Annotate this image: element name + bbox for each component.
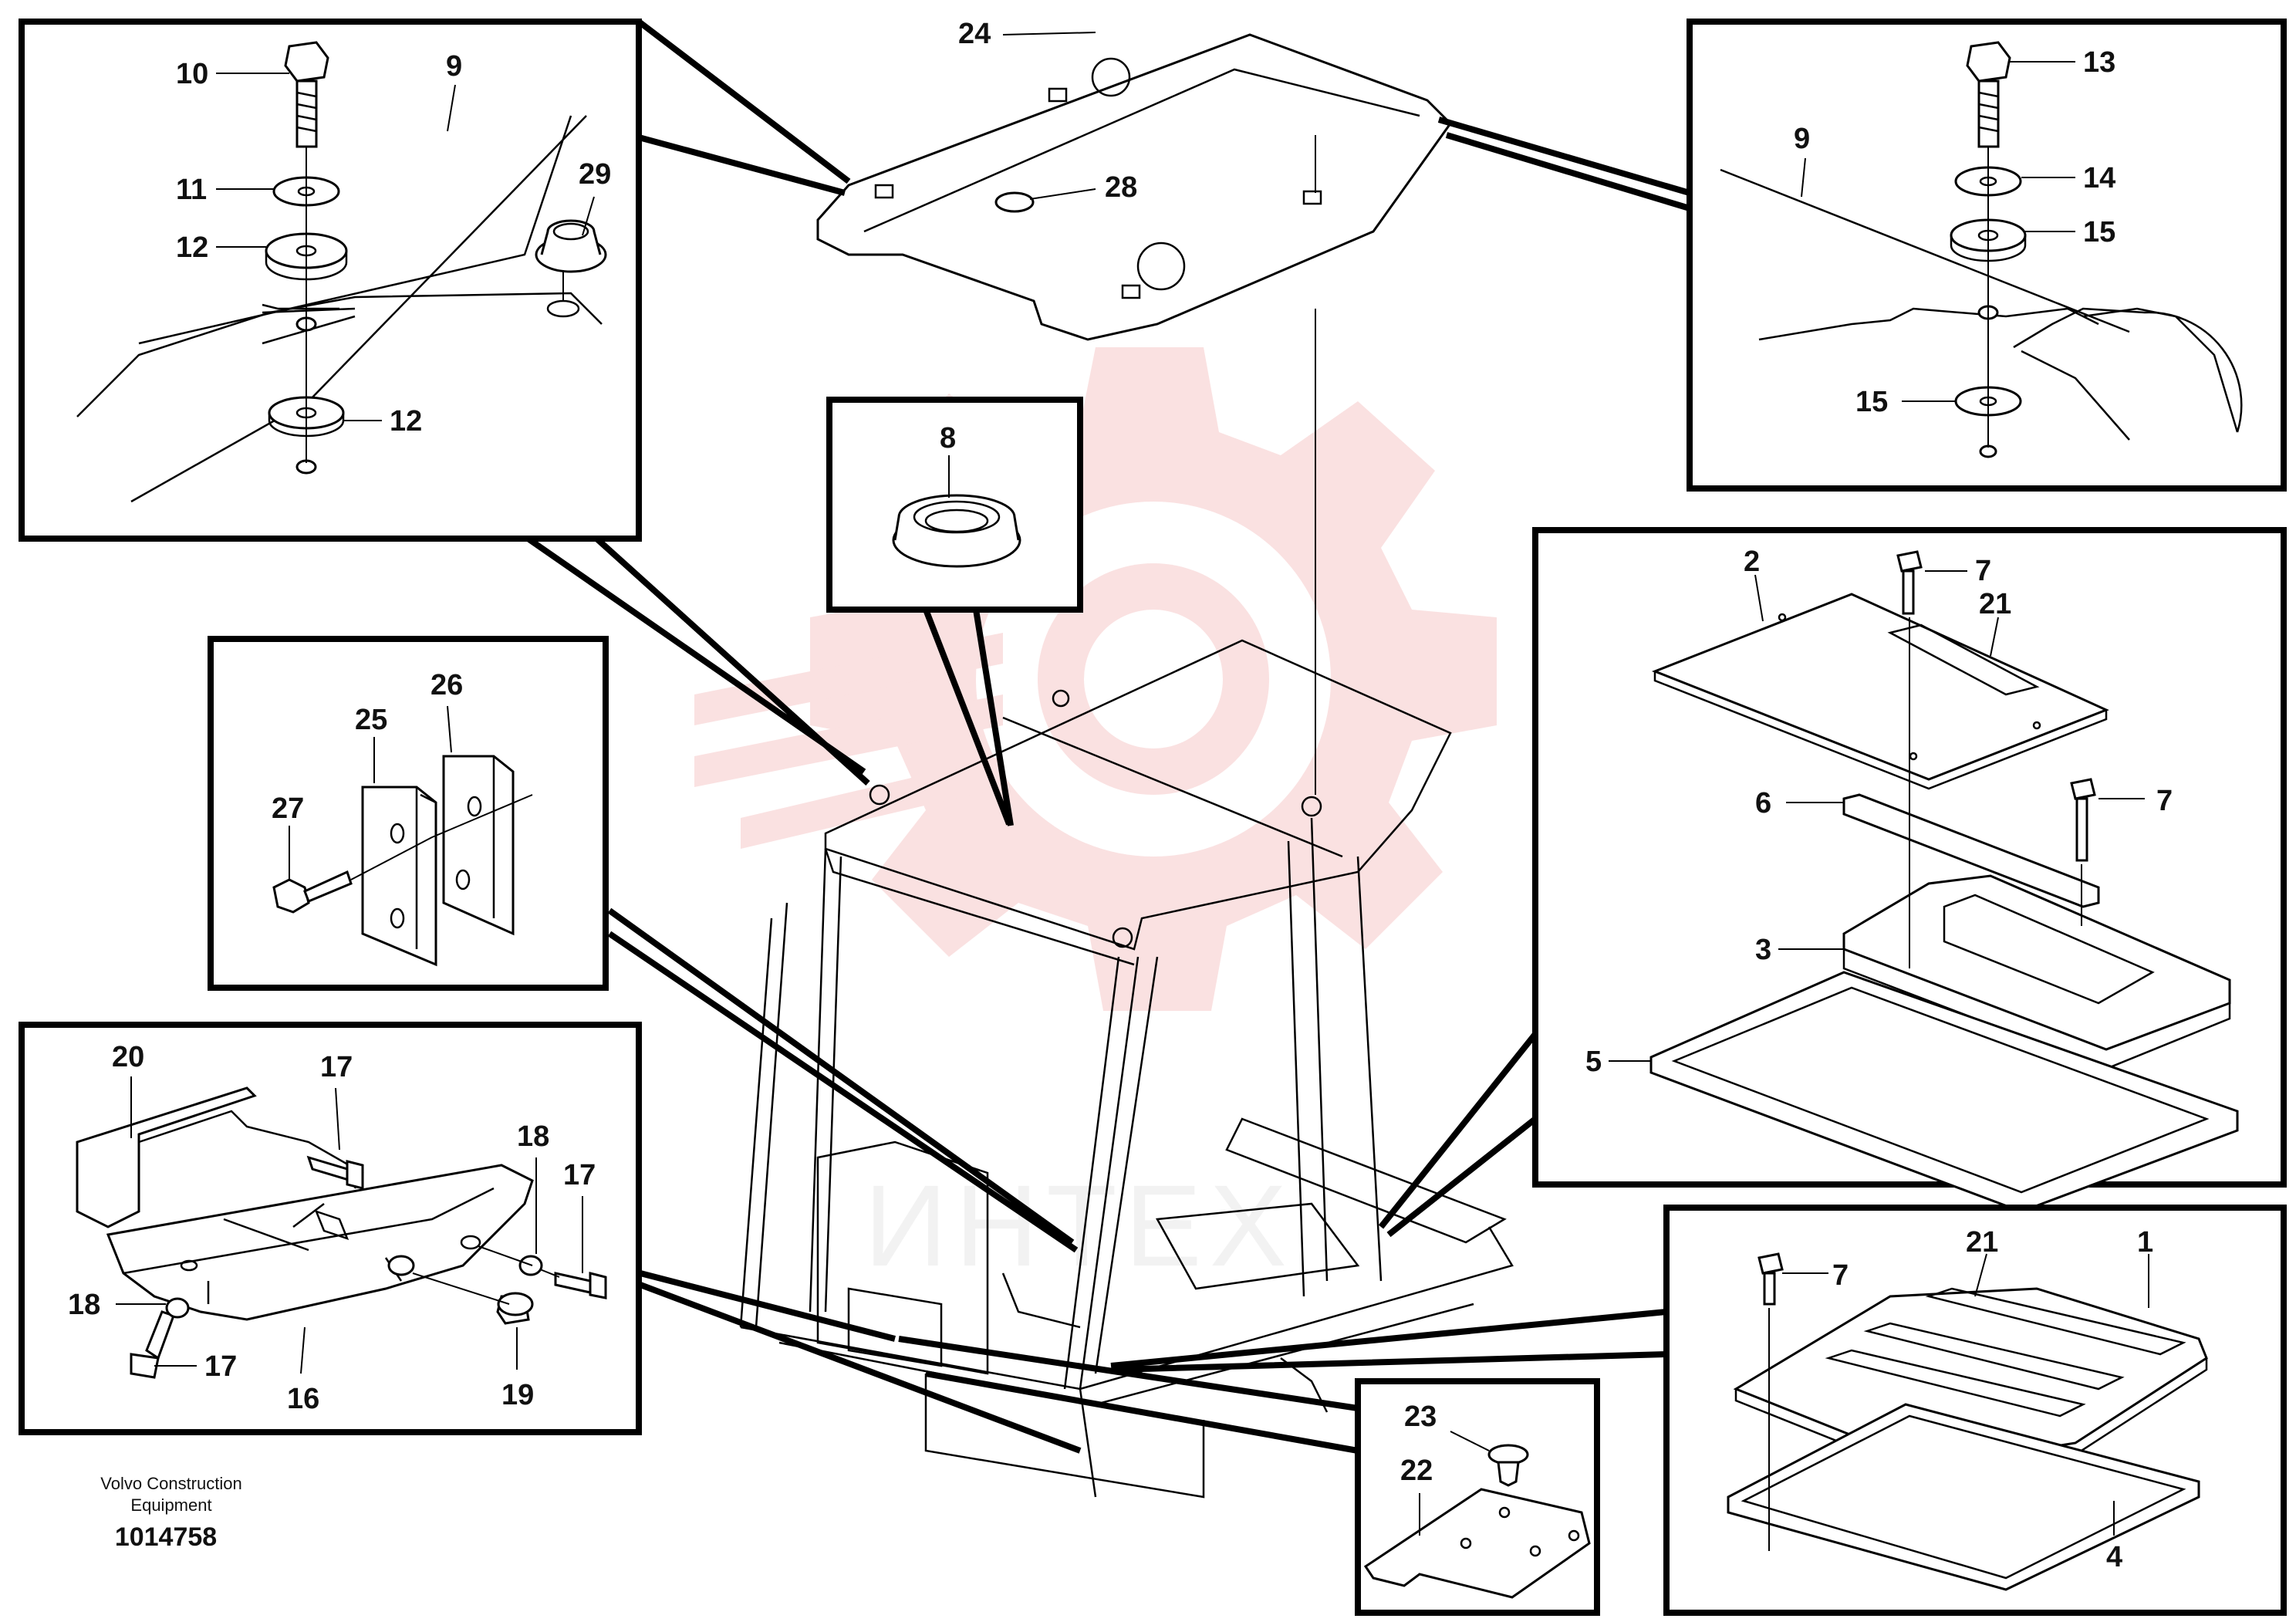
label-9a: 9 <box>446 50 462 83</box>
label-26: 26 <box>430 669 463 701</box>
label-17b: 17 <box>563 1159 596 1191</box>
label-21a: 21 <box>1979 588 2011 620</box>
label-18b: 18 <box>68 1289 100 1321</box>
label-4: 4 <box>2106 1541 2122 1573</box>
footer: Volvo Construction Equipment 1014758 <box>100 1474 241 1552</box>
label-21b: 21 <box>1966 1226 1998 1259</box>
label-28: 28 <box>1105 171 1137 204</box>
footer-company-line1: Volvo Construction <box>100 1474 241 1493</box>
label-15b: 15 <box>1855 386 1888 418</box>
detail-box-cover <box>1355 1378 1600 1616</box>
part-labels: 1 2 3 4 5 6 7 7 7 8 9 9 10 11 12 12 13 1… <box>68 18 2173 1573</box>
detail-box-top-left <box>19 19 642 542</box>
label-17a: 17 <box>320 1051 353 1083</box>
detail-box-bottom-right <box>1663 1205 2287 1616</box>
label-12a: 12 <box>176 231 208 264</box>
label-24: 24 <box>958 18 991 50</box>
label-7c: 7 <box>1832 1259 1849 1292</box>
label-10: 10 <box>176 58 208 90</box>
detail-box-top-right <box>1687 19 2287 492</box>
label-3: 3 <box>1755 934 1771 966</box>
label-27: 27 <box>272 792 304 825</box>
watermark-text: ИНТЕХ <box>864 1161 1295 1290</box>
detail-box-pads <box>208 636 609 991</box>
footer-company-line2: Equipment <box>130 1495 211 1515</box>
label-22: 22 <box>1400 1455 1433 1487</box>
label-7b: 7 <box>2156 785 2173 817</box>
label-17c: 17 <box>204 1350 237 1383</box>
detail-box-bottom-left <box>19 1022 642 1435</box>
label-15a: 15 <box>2083 216 2115 248</box>
label-18a: 18 <box>517 1120 549 1153</box>
callout-lines <box>522 19 1691 1454</box>
label-14: 14 <box>2083 162 2115 194</box>
roof-panel <box>816 33 1452 795</box>
label-7a: 7 <box>1975 555 1991 587</box>
label-19: 19 <box>501 1379 534 1411</box>
label-5: 5 <box>1585 1046 1602 1078</box>
label-23: 23 <box>1404 1401 1437 1433</box>
label-29: 29 <box>579 158 611 191</box>
label-6: 6 <box>1755 787 1771 819</box>
detail-box-right-mid <box>1532 527 2287 1213</box>
label-25: 25 <box>355 704 387 736</box>
label-13: 13 <box>2083 46 2115 79</box>
roof-leaders <box>1002 32 1096 200</box>
label-1: 1 <box>2137 1226 2153 1259</box>
detail-box-grommet <box>826 397 1083 613</box>
label-20: 20 <box>112 1041 144 1073</box>
label-16: 16 <box>287 1383 319 1415</box>
label-2: 2 <box>1744 546 1760 578</box>
label-12b: 12 <box>390 405 422 438</box>
footer-drawing-number: 1014758 <box>115 1522 217 1552</box>
label-11: 11 <box>176 174 207 206</box>
label-9b: 9 <box>1794 123 1810 155</box>
label-8: 8 <box>940 422 956 454</box>
